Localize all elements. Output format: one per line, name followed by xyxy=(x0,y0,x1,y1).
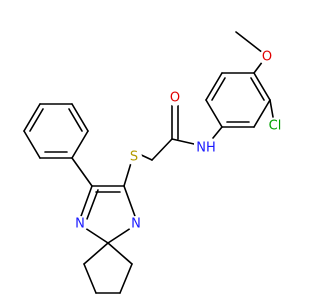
bond-c3-n2 xyxy=(123,185,137,220)
bond-cp3-cp4 xyxy=(83,263,97,294)
atom-n2: N xyxy=(131,217,141,232)
bond-nh-ar xyxy=(212,126,223,139)
atom-n1: N xyxy=(75,217,85,232)
bond-ph-inner-1 xyxy=(68,108,83,132)
bond-spiro-cp1 xyxy=(107,242,133,265)
bond-ar-cl xyxy=(269,99,274,118)
bond-ph-inner-2 xyxy=(29,108,44,132)
atom-labels: S O O NH Cl N N xyxy=(72,49,286,232)
atom-o-methoxy: O xyxy=(262,50,272,65)
bond-ar-4 xyxy=(253,72,271,101)
bond-c2-n1-double xyxy=(86,189,99,220)
bond-ar-inner-2 xyxy=(250,77,265,101)
bond-ph-b xyxy=(71,103,89,132)
bonds xyxy=(23,31,274,294)
bond-ph-d xyxy=(23,103,41,132)
bond-ar-inner-1 xyxy=(211,77,226,101)
atom-s: S xyxy=(130,150,138,165)
bond-ar-2 xyxy=(205,72,223,101)
atom-nh: NH xyxy=(196,141,216,156)
bond-co-nh xyxy=(171,138,195,145)
bond-cp4-spiro xyxy=(83,242,109,265)
bond-ar-5 xyxy=(253,99,271,128)
atom-cl: Cl xyxy=(269,119,282,134)
bond-cp1-cp2 xyxy=(119,263,133,294)
bond-ar-1 xyxy=(205,99,223,128)
bond-ch2-co xyxy=(151,138,173,161)
bond-c2-ph xyxy=(71,157,93,187)
bond-c2-n1 xyxy=(79,185,93,220)
bond-ph-e xyxy=(23,130,41,159)
bond-ar-ome xyxy=(253,60,264,74)
atom-o-carbonyl: O xyxy=(170,91,180,106)
bond-c3-s xyxy=(123,162,132,187)
bond-ph-a xyxy=(71,130,89,159)
molecule-structure: S O O NH Cl N N xyxy=(23,31,286,294)
bond-o-me xyxy=(235,31,264,54)
